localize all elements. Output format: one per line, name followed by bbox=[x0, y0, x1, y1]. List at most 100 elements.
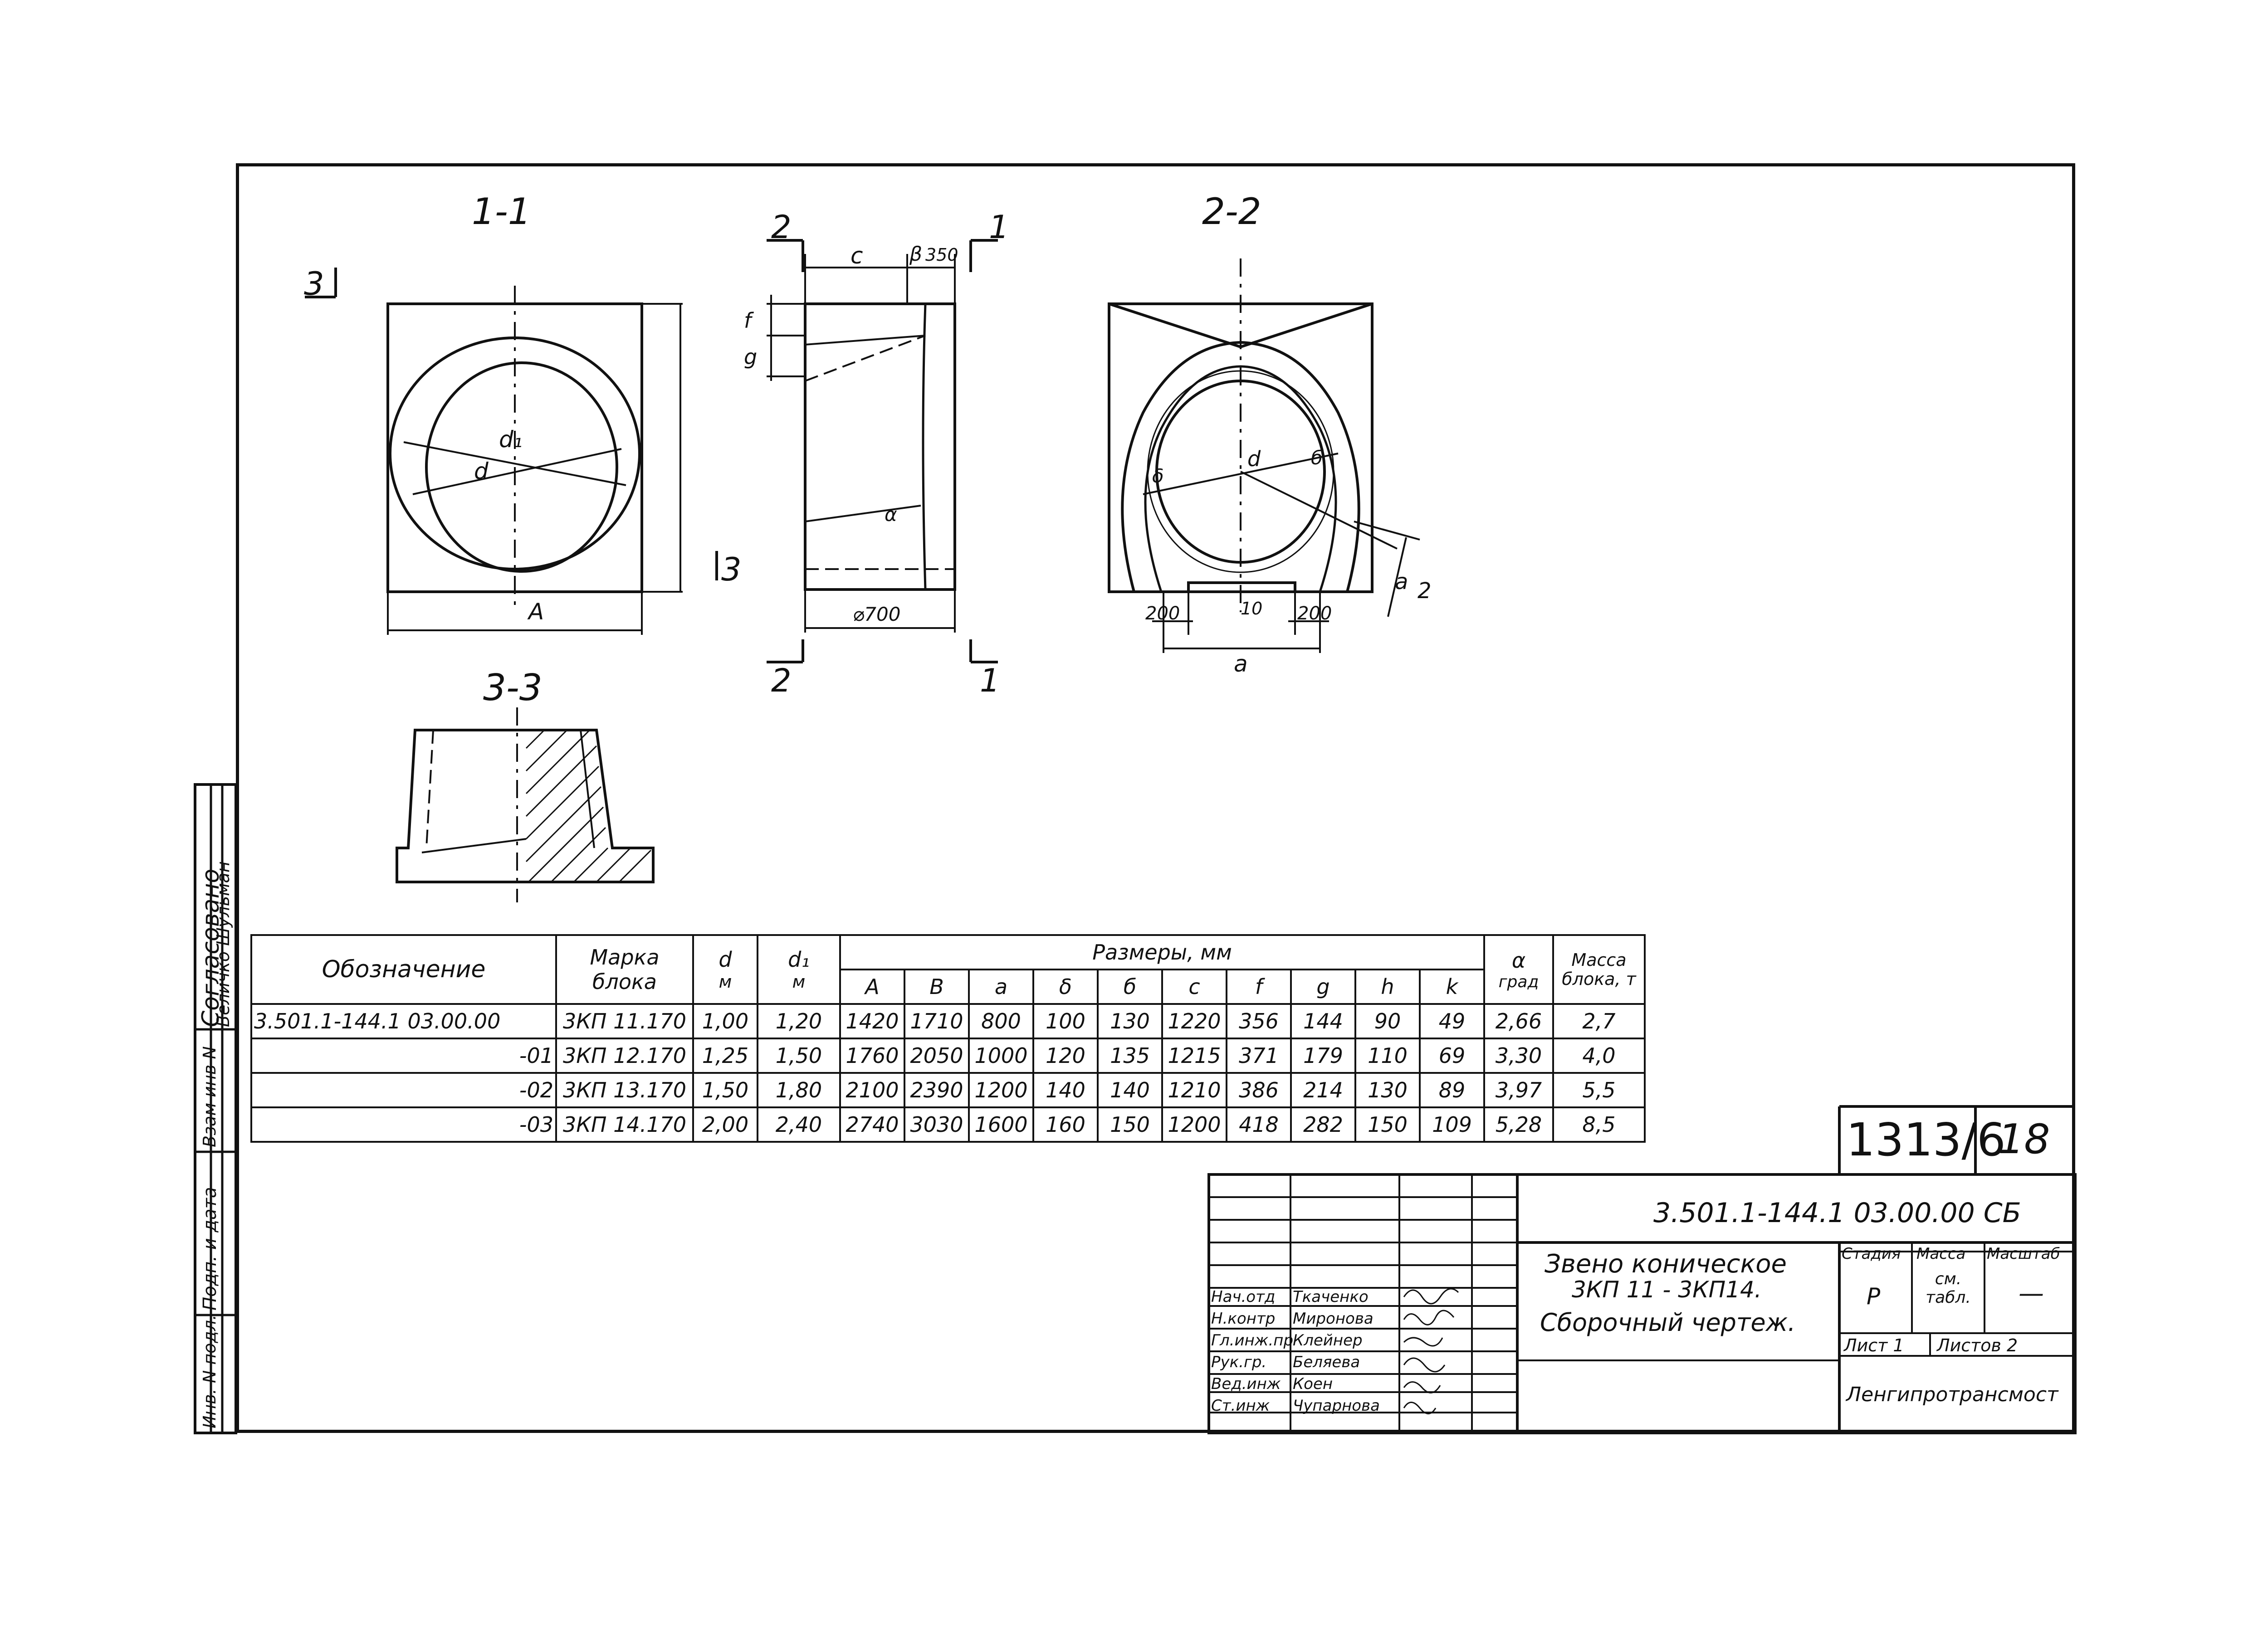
staff-name: Беляева bbox=[1293, 1353, 1360, 1371]
archive-number: 1313/6 bbox=[1846, 1113, 2006, 1166]
table-cell: 2,40 bbox=[757, 1106, 841, 1143]
hdr-size-col: A bbox=[839, 969, 905, 1005]
table-cell: -01 bbox=[250, 1038, 557, 1074]
view-1-1 bbox=[305, 268, 718, 635]
dim-a-label: a bbox=[1234, 651, 1248, 677]
cut-mark-1-bottom: 1 bbox=[980, 662, 1000, 699]
stamp-inv: Инв. N подл. bbox=[200, 1314, 220, 1428]
dim-c-label: c bbox=[850, 243, 863, 269]
table-cell: 3,30 bbox=[1483, 1038, 1554, 1074]
dim-f-label: f bbox=[744, 308, 752, 333]
table-cell: 2100 bbox=[839, 1072, 905, 1108]
hdr-mark: Марка блока bbox=[555, 934, 694, 1005]
table-cell: 3КП 14.170 bbox=[555, 1106, 694, 1143]
table-cell: 282 bbox=[1290, 1106, 1356, 1143]
table-cell: 130 bbox=[1354, 1072, 1421, 1108]
side-stamp-grid bbox=[194, 783, 237, 1434]
dim-d-label: d bbox=[474, 458, 489, 484]
dim-10-label: 10 bbox=[1241, 599, 1263, 619]
table-cell: 120 bbox=[1032, 1038, 1099, 1074]
hdr-size-col: a bbox=[968, 969, 1034, 1005]
table-cell: 1710 bbox=[904, 1003, 970, 1039]
table-cell: 386 bbox=[1226, 1072, 1292, 1108]
cut-mark-1-top: 1 bbox=[989, 209, 1009, 246]
table-cell: 1760 bbox=[839, 1038, 905, 1074]
table-cell: 89 bbox=[1419, 1072, 1485, 1108]
hdr-size-col: h bbox=[1354, 969, 1421, 1005]
title-line-2: 3КП 11 - 3КП14. bbox=[1572, 1276, 1762, 1303]
hdr-d-sym: d bbox=[719, 947, 732, 972]
hdr-sizes: Размеры, мм bbox=[839, 934, 1485, 970]
table-cell: 1,25 bbox=[692, 1038, 758, 1074]
table-cell: 140 bbox=[1032, 1072, 1099, 1108]
cut-mark-3-right: 3 bbox=[721, 551, 742, 588]
table-cell: 1200 bbox=[968, 1072, 1034, 1108]
table-cell: 8,5 bbox=[1552, 1106, 1646, 1143]
table-cell: 5,28 bbox=[1483, 1106, 1554, 1143]
dim-a2-num-label: a bbox=[1395, 569, 1408, 594]
table-cell: 69 bbox=[1419, 1038, 1485, 1074]
table-cell: 2740 bbox=[839, 1106, 905, 1143]
table-cell: 135 bbox=[1097, 1038, 1163, 1074]
hdr-size-col: g bbox=[1290, 969, 1356, 1005]
sheet-count: Листов 2 bbox=[1937, 1335, 2018, 1355]
table-cell: 1,00 bbox=[692, 1003, 758, 1039]
dim-delta-label: δ bbox=[1152, 465, 1164, 487]
staff-role: Нач.отд bbox=[1211, 1288, 1276, 1306]
title-line-1: Звено коническое bbox=[1545, 1249, 1787, 1279]
table-cell: 1,50 bbox=[692, 1072, 758, 1108]
table-cell: 356 bbox=[1226, 1003, 1292, 1039]
dim-A-label: A bbox=[528, 599, 544, 625]
hdr-designation: Обозначение bbox=[250, 934, 557, 1005]
table-cell: 2,7 bbox=[1552, 1003, 1646, 1039]
table-cell: 144 bbox=[1290, 1003, 1356, 1039]
table-cell: 4,0 bbox=[1552, 1038, 1646, 1074]
staff-role: Н.контр bbox=[1211, 1310, 1276, 1328]
staff-name: Миронова bbox=[1293, 1310, 1374, 1328]
table-cell: -02 bbox=[250, 1072, 557, 1108]
cut-mark-2-bottom: 2 bbox=[771, 662, 792, 699]
table-cell: 109 bbox=[1419, 1106, 1485, 1143]
table-cell: 90 bbox=[1354, 1003, 1421, 1039]
dim-d1-label: d₁ bbox=[499, 426, 523, 453]
staff-name: Коен bbox=[1293, 1375, 1333, 1393]
hdr-d1-sym: d₁ bbox=[788, 947, 810, 972]
dim-beta-label: β bbox=[909, 243, 923, 266]
table-cell: 130 bbox=[1097, 1003, 1163, 1039]
table-cell: 3.501.1-144.1 03.00.00 bbox=[250, 1003, 557, 1039]
cut-mark-3-top: 3 bbox=[304, 265, 324, 302]
table-cell: -03 bbox=[250, 1106, 557, 1143]
table-cell: 140 bbox=[1097, 1072, 1163, 1108]
dim-350-label: 350 bbox=[925, 245, 958, 265]
organization: Ленгипротрансмост bbox=[1846, 1383, 2058, 1406]
sheet-reference: 18 bbox=[1998, 1116, 2050, 1163]
hdr-size-col: б bbox=[1097, 969, 1163, 1005]
hdr-size-col: δ bbox=[1032, 969, 1099, 1005]
scale-header: Масштаб bbox=[1987, 1245, 2060, 1263]
table-cell: 1220 bbox=[1161, 1003, 1227, 1039]
table-cell: 371 bbox=[1226, 1038, 1292, 1074]
table-cell: 3КП 11.170 bbox=[555, 1003, 694, 1039]
table-cell: 1,50 bbox=[757, 1038, 841, 1074]
table-cell: 1215 bbox=[1161, 1038, 1227, 1074]
sheet-number: Лист 1 bbox=[1844, 1335, 1904, 1355]
table-cell: 1600 bbox=[968, 1106, 1034, 1143]
hdr-d1-unit: м bbox=[792, 972, 806, 992]
hdr-size-col: f bbox=[1226, 969, 1292, 1005]
stage-value: Р bbox=[1867, 1283, 1881, 1310]
table-cell: 160 bbox=[1032, 1106, 1099, 1143]
document-code: 3.501.1-144.1 03.00.00 СБ bbox=[1653, 1197, 2021, 1229]
table-cell: 1000 bbox=[968, 1038, 1034, 1074]
stamp-vzam: Взам инв N bbox=[200, 1046, 220, 1147]
dim-g-label: g bbox=[744, 345, 758, 369]
cut-mark-2-top: 2 bbox=[771, 209, 792, 246]
table-cell: 3КП 13.170 bbox=[555, 1072, 694, 1108]
hdr-alpha: α град bbox=[1483, 934, 1554, 1005]
staff-role: Рук.гр. bbox=[1211, 1353, 1267, 1371]
table-cell: 2,66 bbox=[1483, 1003, 1554, 1039]
table-cell: 150 bbox=[1097, 1106, 1163, 1143]
